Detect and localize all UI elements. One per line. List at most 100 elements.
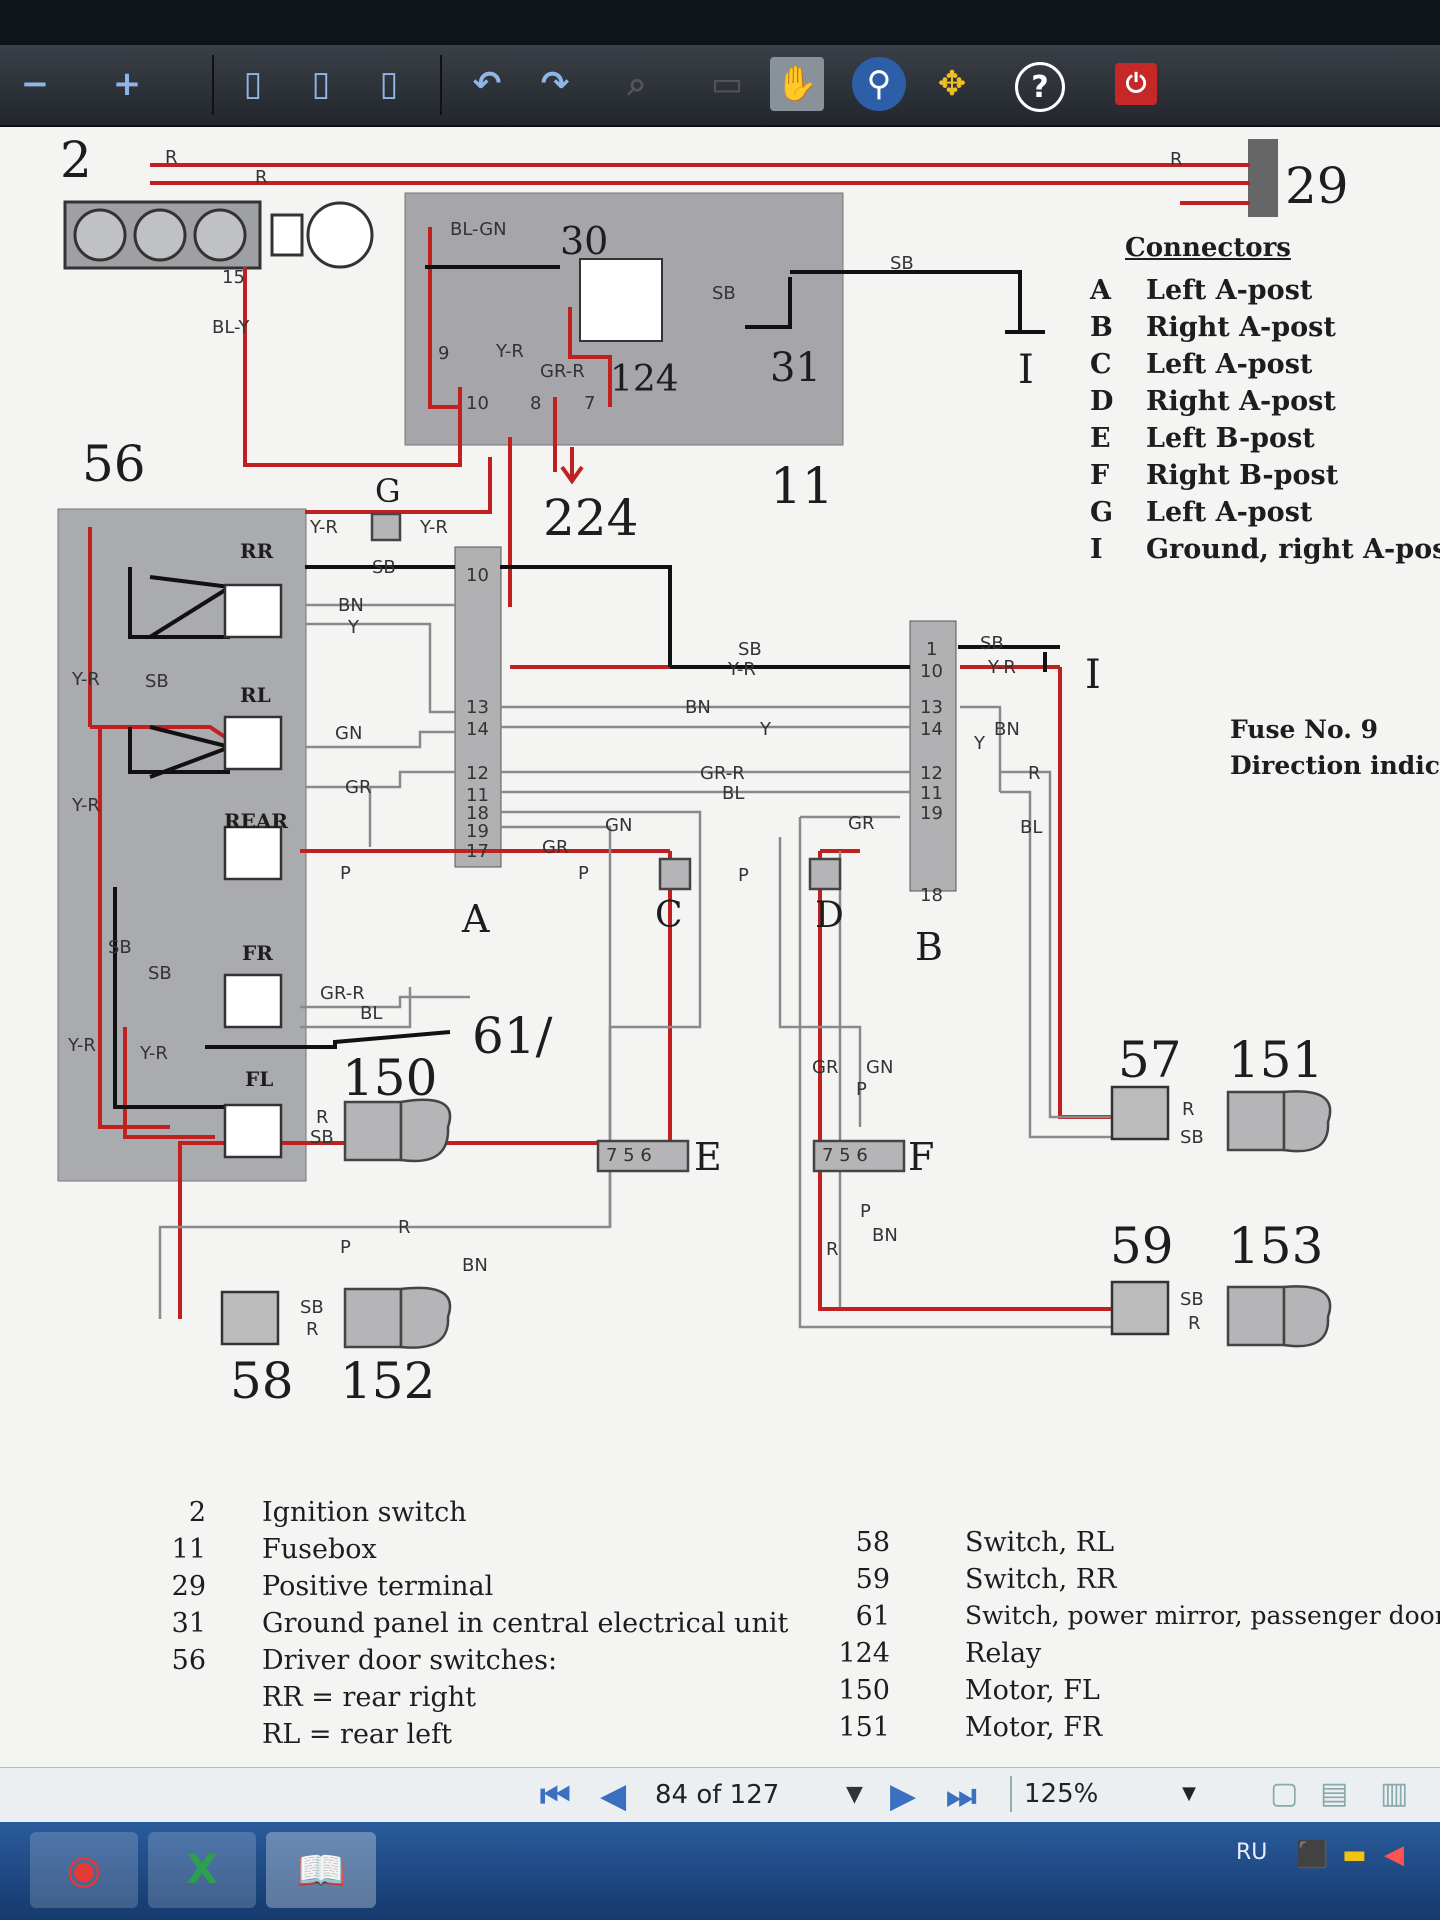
switch-fr-label: FR [242,941,273,965]
pin-b-18: 18 [920,885,943,906]
wire-label-bl: BL [360,1003,383,1024]
wire-label-y-r: Y-R [728,659,756,680]
label-153: 153 [1228,1217,1324,1275]
wire-label-y: Y [348,617,359,638]
speaker-icon[interactable]: ◀ [1384,1840,1404,1870]
connector-key: I [1090,534,1103,565]
pin-fuse-7: 7 [584,393,596,414]
legend-desc: Switch, RL [965,1527,1115,1558]
page-dropdown-icon[interactable]: ▼ [846,1782,863,1807]
chrome-icon[interactable]: ◉ [30,1832,138,1908]
legend-desc: Relay [965,1638,1042,1669]
rotate-left-icon[interactable]: ↶ [472,64,502,104]
wire-label-p: P [738,865,749,886]
help-icon[interactable]: ? [1015,62,1065,112]
page-number[interactable]: 84 of 127 [655,1780,780,1810]
next-page-icon[interactable]: ▶ [890,1776,917,1816]
label-124: 124 [610,359,679,400]
pin-fuse-10: 10 [466,393,489,414]
rotate-right-icon[interactable]: ↷ [540,64,570,104]
pin-a-19: 19 [466,821,489,842]
legend-desc: Fusebox [262,1534,377,1565]
last-page-icon[interactable]: ⏭ [946,1776,977,1816]
label-58: 58 [230,1352,294,1410]
wire-label-bl: BL [722,783,745,804]
legend-num: 56 [171,1645,206,1676]
wire-label-y: Y [974,733,985,754]
legend-desc: Driver door switches: [262,1645,558,1676]
pin-b-1: 1 [926,639,938,660]
hand-icon[interactable]: ✋ [770,57,824,111]
wire-label-bn: BN [994,719,1020,740]
wire-label-r: R [1170,149,1183,170]
wire-label-p: P [860,1201,871,1222]
label-11: 11 [770,457,834,515]
connector-key: D [1090,386,1114,417]
connector-f-letter: F [908,1135,935,1179]
wire-label-y-r: Y-R [310,517,338,538]
zoom-value: 125% [1024,1779,1099,1809]
diagram-page: 2 29 56 11 224 124 31 30 61/ 150 57 151 … [0,127,1440,1767]
pin-fuse-9: 9 [438,343,450,364]
wire-label-p: P [340,863,351,884]
wire-label-y-r: Y-R [72,795,100,816]
windows-taskbar: ◉ X 📖 RU ⬛ ▬ ◀ [0,1822,1440,1920]
connector-key: F [1090,460,1110,491]
page-fit-icon[interactable]: ▯ [311,64,331,104]
wire-label-sb: SB [1180,1289,1204,1310]
prev-page-icon[interactable]: ◀ [600,1776,627,1816]
connector-key: E [1090,423,1111,454]
legend-desc: Ground panel in central electrical unit [262,1608,789,1639]
wire-label-r: R [1028,763,1041,784]
zoom-select[interactable]: 125%▼ [1010,1776,1204,1812]
connector-desc: Left A-post [1146,497,1313,528]
wire-label-gn: GN [866,1057,894,1078]
wire-label-p: P [856,1079,867,1100]
single-page-icon[interactable]: ▢ [1270,1776,1299,1811]
wire-label-bn: BN [872,1225,898,1246]
wire-label-r: R [826,1239,839,1260]
wire-label-bl-y: BL-Y [212,317,250,338]
connector-desc: Left A-post [1146,275,1313,306]
wire-label-bl: BL [1020,817,1043,838]
legend-desc: Motor, FL [965,1675,1100,1706]
pin-b-19: 19 [920,803,943,824]
slideshow-icon[interactable]: ▭ [710,64,744,104]
facing-icon[interactable]: ▥ [1380,1776,1409,1811]
book-viewer-icon[interactable]: 📖 [266,1832,376,1908]
connector-key: B [1090,312,1113,343]
minus-icon[interactable]: − [20,64,50,104]
label-150: 150 [342,1049,438,1107]
plus-icon[interactable]: + [112,64,142,104]
wire-label-sb: SB [980,633,1004,654]
continuous-icon[interactable]: ▤ [1320,1776,1349,1811]
wiring-diagram [57,139,1332,1349]
wire-label-gn: GN [605,815,633,836]
relay-inner [579,258,663,342]
page-navigation-bar: ⏮ ◀ 84 of 127 ▼ ▶ ⏭ 125%▼ ▢ ▤ ▥ [0,1767,1440,1823]
fit-screen-icon[interactable]: ✥ [937,64,967,104]
excel-icon[interactable]: X [148,1832,256,1908]
wire-label-y-r: Y-R [72,669,100,690]
wire-label-y: Y [760,719,771,740]
zoom-tool-icon[interactable]: ⚲ [852,57,906,111]
page-icon[interactable]: ▯ [243,64,263,104]
page-width-icon[interactable]: ▯ [379,64,399,104]
language-indicator[interactable]: RU [1236,1840,1268,1865]
wire-label-r: R [165,147,178,168]
legend-num: 124 [838,1638,890,1669]
pin-a-12: 12 [466,763,489,784]
connector-key: A [1090,275,1111,306]
power-icon[interactable]: ⏻ [1115,63,1157,105]
wire-label-gr: GR [812,1057,839,1078]
flag-icon[interactable]: ▬ [1342,1840,1367,1870]
binoculars-icon[interactable]: ⌕ [627,64,647,104]
first-page-icon[interactable]: ⏮ [540,1776,571,1816]
acrobat-icon[interactable]: ⬛ [1296,1840,1329,1870]
legend-num: 58 [855,1527,890,1558]
wire-label-sb: SB [300,1297,324,1318]
wire-label-bn: BN [685,697,711,718]
fuse-note-line2: Direction indicator [1230,751,1440,780]
connectors-title: Connectors [1125,233,1291,263]
pin-a-18: 18 [466,803,489,824]
